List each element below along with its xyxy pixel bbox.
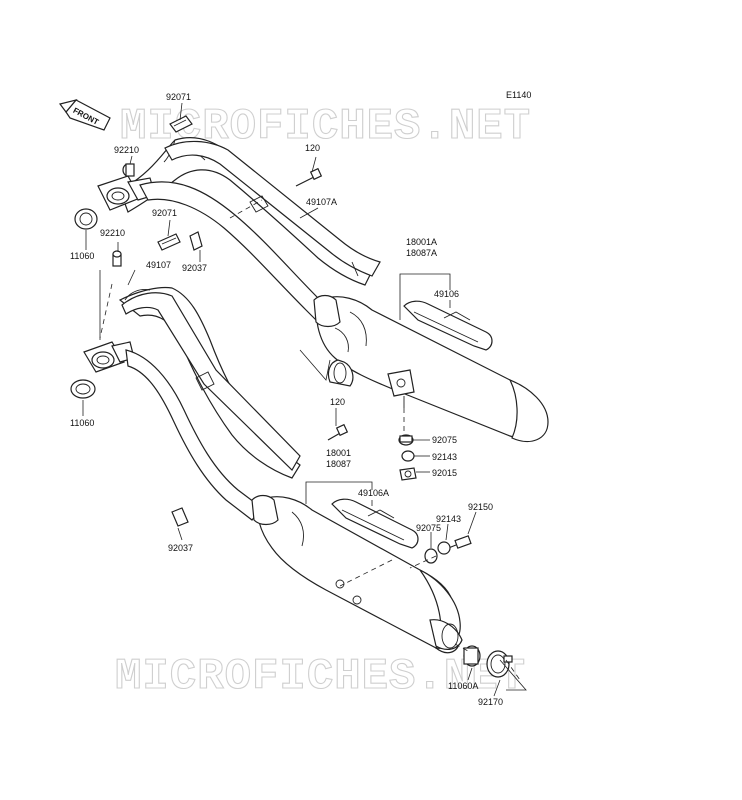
label-18087A: 18087A xyxy=(406,248,437,258)
bolt-120-top xyxy=(295,167,323,187)
muffler-18001 xyxy=(251,494,463,654)
exhaust-pipe-49107A xyxy=(119,136,381,286)
label-120-lower: 120 xyxy=(330,397,345,407)
spacer-92210-top xyxy=(122,163,135,177)
label-18001A: 18001A xyxy=(406,237,437,247)
label-92015: 92015 xyxy=(432,468,457,478)
heat-guard-49106A xyxy=(331,498,419,549)
collar-92143-lower xyxy=(437,541,451,555)
label-49107: 49107 xyxy=(146,260,171,270)
diagram-code: E1140 xyxy=(506,90,531,100)
grommet-92075-top xyxy=(398,434,414,446)
label-49106: 49106 xyxy=(434,289,459,299)
muffler-18001A xyxy=(313,294,549,443)
clip-92037-top xyxy=(189,231,203,251)
exhaust-pipe-49107 xyxy=(118,286,301,479)
gasket-11060-lower xyxy=(70,379,96,399)
watermark-bottom: MICROFICHES.NET xyxy=(115,652,526,702)
label-49107A: 49107A xyxy=(306,197,337,207)
clip-92037-lower xyxy=(171,507,189,527)
label-11060A: 11060A xyxy=(448,681,478,691)
collar-92143-top xyxy=(401,450,415,462)
label-92210-top: 92210 xyxy=(114,145,139,155)
label-92170: 92170 xyxy=(478,697,503,707)
label-92037-top: 92037 xyxy=(182,263,207,273)
label-92143-top: 92143 xyxy=(432,452,457,462)
front-arrow-icon: FRONT xyxy=(58,98,111,131)
label-92150: 92150 xyxy=(468,502,493,512)
gasket-11060-top xyxy=(74,208,98,230)
label-92075-top: 92075 xyxy=(432,435,457,445)
label-92071-mid: 92071 xyxy=(152,208,177,218)
nut-92015 xyxy=(399,467,417,481)
gasket-11060A xyxy=(463,645,481,667)
part-labels: 92071 92210 11060 92210 92071 92037 4910… xyxy=(70,92,503,707)
label-18001: 18001 xyxy=(326,448,351,458)
label-18087: 18087 xyxy=(326,459,351,469)
label-92071-top: 92071 xyxy=(166,92,191,102)
label-92210-mid: 92210 xyxy=(100,228,125,238)
clamp-92071-top xyxy=(169,115,193,133)
label-120-top: 120 xyxy=(305,143,320,153)
label-49106A: 49106A xyxy=(358,488,389,498)
grommet-92075-lower xyxy=(424,548,438,564)
label-92143-lower: 92143 xyxy=(436,514,461,524)
spacer-92210-mid xyxy=(112,250,122,267)
label-92075-lower: 92075 xyxy=(416,523,441,533)
label-11060-top: 11060 xyxy=(70,251,94,261)
clamp-92071-mid xyxy=(157,233,181,251)
label-11060-lower: 11060 xyxy=(70,418,94,428)
leader-lines xyxy=(82,102,527,697)
heat-guard-49106 xyxy=(403,300,493,351)
bolt-120-lower xyxy=(327,423,349,441)
label-92037-lower: 92037 xyxy=(168,543,193,553)
